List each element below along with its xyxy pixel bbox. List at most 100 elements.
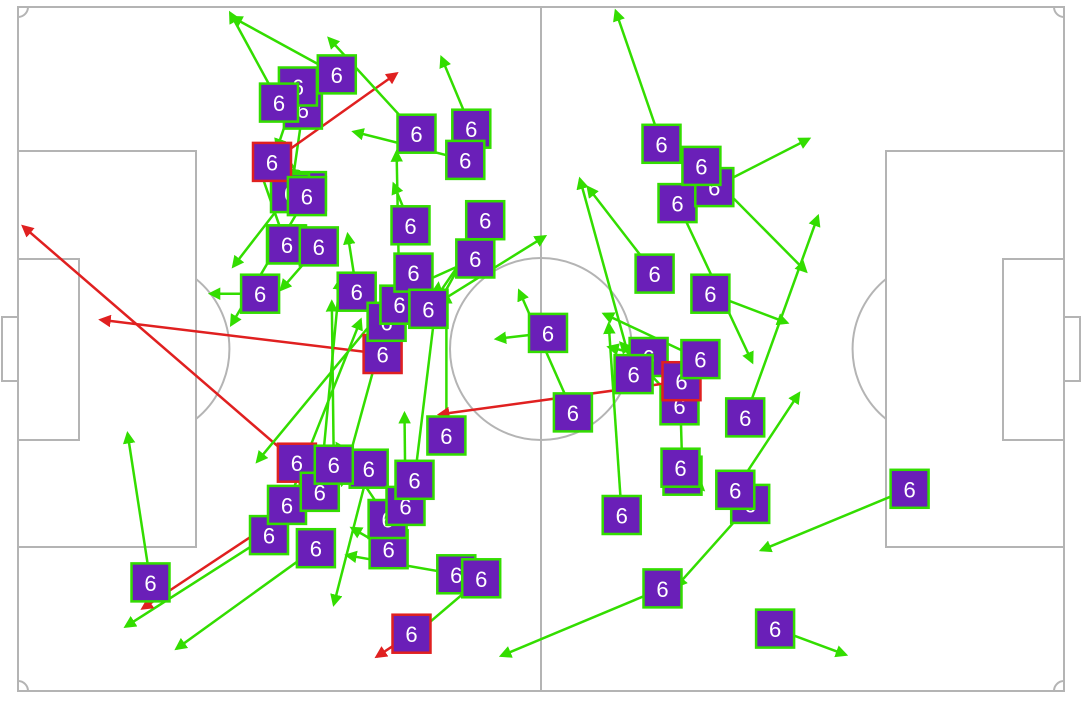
pass-marker-label-17: 6 xyxy=(351,280,363,305)
pass-marker-box-40 xyxy=(408,288,449,330)
pass-marker-box-7 xyxy=(460,558,502,599)
pass-marker-label-11: 6 xyxy=(399,494,411,519)
pass-marker-57: 6 xyxy=(889,468,930,510)
pass-marker-label-26: 6 xyxy=(331,63,343,88)
pass-arrow-9 xyxy=(330,468,370,607)
pass-marker-33: 6 xyxy=(251,141,293,183)
pass-marker-24: 6 xyxy=(445,139,486,181)
pass-marker-65: 6 xyxy=(613,353,654,395)
corner-arc-top-right xyxy=(1053,6,1065,18)
pass-marker-label-52: 6 xyxy=(694,348,706,373)
pass-marker-48: 6 xyxy=(601,494,642,536)
pass-marker-label-62: 6 xyxy=(695,154,707,179)
pass-marker-box-42 xyxy=(390,205,431,246)
pass-marker-9: 6 xyxy=(348,448,389,489)
pass-marker-label-14: 6 xyxy=(291,451,303,476)
pass-marker-label-43: 6 xyxy=(440,424,452,449)
pass-marker-41: 6 xyxy=(396,113,437,154)
pass-marker-58: 6 xyxy=(724,397,766,438)
pass-marker-box-32 xyxy=(239,273,281,314)
right-penalty-arc xyxy=(851,278,887,420)
pass-arrow-16 xyxy=(98,314,383,356)
pass-arrow-2 xyxy=(123,534,270,628)
pass-marker-12: 6 xyxy=(394,459,435,501)
pass-marker-label-12: 6 xyxy=(408,468,420,493)
pass-marker-label-5: 6 xyxy=(405,622,417,647)
pass-marker-14: 6 xyxy=(276,442,318,483)
pass-marker-label-7: 6 xyxy=(475,567,487,592)
pass-marker-32: 6 xyxy=(239,273,281,314)
pass-marker-label-51: 6 xyxy=(567,401,579,426)
pass-marker-49: 6 xyxy=(642,568,683,609)
pass-marker-label-64: 6 xyxy=(648,262,660,287)
pass-marker-label-49: 6 xyxy=(656,577,668,602)
pass-marker-label-32: 6 xyxy=(254,282,266,307)
pass-marker-5: 6 xyxy=(391,613,432,654)
pass-marker-box-26 xyxy=(316,54,358,95)
pass-marker-box-65 xyxy=(613,353,654,395)
pass-marker-box-41 xyxy=(396,113,437,154)
pass-marker-42: 6 xyxy=(390,205,431,246)
pass-marker-label-24: 6 xyxy=(459,148,471,173)
pass-marker-52: 6 xyxy=(680,338,721,380)
pass-marker-box-22 xyxy=(464,199,506,241)
pass-marker-box-64 xyxy=(634,253,675,294)
pass-marker-label-6: 6 xyxy=(450,563,462,588)
pass-marker-box-1 xyxy=(130,562,171,603)
pass-marker-64: 6 xyxy=(634,253,675,294)
pass-marker-label-41: 6 xyxy=(410,122,422,147)
pass-marker-label-8: 6 xyxy=(382,538,394,563)
pass-marker-26: 6 xyxy=(316,54,358,95)
pass-arrow-57 xyxy=(758,487,911,553)
pass-marker-box-51 xyxy=(552,392,594,433)
pass-arrow-3 xyxy=(174,547,317,651)
pass-marker-label-57: 6 xyxy=(903,477,915,502)
pass-marker-22: 6 xyxy=(464,199,506,241)
pass-marker-label-1: 6 xyxy=(144,571,156,596)
pass-marker-box-48 xyxy=(601,494,642,536)
pass-marker-box-38 xyxy=(313,444,355,485)
pass-marker-55: 6 xyxy=(754,608,796,649)
pass-marker-box-63 xyxy=(641,123,682,165)
left-goal-area xyxy=(17,258,80,441)
pass-marker-box-37 xyxy=(393,252,434,293)
pass-marker-box-52 xyxy=(680,338,721,380)
pass-marker-box-24 xyxy=(445,139,486,181)
corner-arc-bottom-left xyxy=(17,680,29,692)
right-goal xyxy=(1063,316,1081,382)
pass-marker-box-36 xyxy=(298,226,340,267)
pass-marker-box-21 xyxy=(455,238,496,279)
pass-arrow-14 xyxy=(21,224,298,464)
pass-marker-label-59: 6 xyxy=(704,282,716,307)
pass-marker-label-13: 6 xyxy=(281,493,293,518)
pass-marker-box-9 xyxy=(348,448,389,489)
pass-marker-box-59 xyxy=(690,273,731,314)
pass-marker-label-22: 6 xyxy=(479,209,491,234)
pass-marker-36: 6 xyxy=(298,226,340,267)
pass-marker-box-43 xyxy=(426,415,467,456)
pass-marker-7: 6 xyxy=(460,558,502,599)
pass-marker-label-42: 6 xyxy=(404,214,416,239)
pass-marker-label-21: 6 xyxy=(469,247,481,272)
pass-marker-label-56: 6 xyxy=(729,478,741,503)
corner-arc-top-left xyxy=(17,6,29,18)
pass-marker-box-53 xyxy=(660,447,701,488)
pass-marker-box-62 xyxy=(681,145,722,187)
pass-marker-label-28: 6 xyxy=(273,91,285,116)
pass-marker-51: 6 xyxy=(552,392,594,433)
pass-marker-box-34 xyxy=(286,175,328,217)
pass-marker-box-49 xyxy=(642,568,683,609)
pass-marker-62: 6 xyxy=(681,145,722,187)
pass-marker-box-55 xyxy=(754,608,796,649)
pass-marker-box-56 xyxy=(715,469,756,511)
pass-marker-38: 6 xyxy=(313,444,355,485)
pass-marker-60: 6 xyxy=(657,182,698,224)
pass-marker-50: 6 xyxy=(527,312,569,354)
pass-marker-box-5 xyxy=(391,613,432,654)
pass-marker-label-2: 6 xyxy=(263,524,275,549)
pass-marker-label-38: 6 xyxy=(328,453,340,478)
pass-marker-label-48: 6 xyxy=(616,504,628,529)
pass-marker-label-65: 6 xyxy=(627,363,639,388)
